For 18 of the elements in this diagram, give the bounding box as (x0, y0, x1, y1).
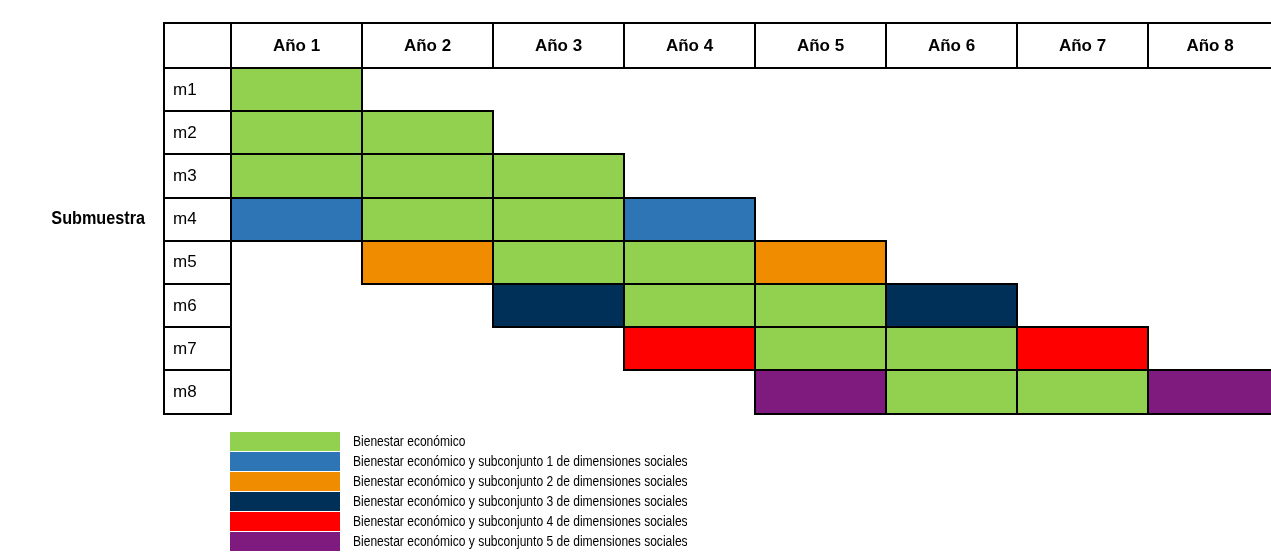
column-header: Año 7 (1016, 22, 1149, 69)
legend-label: Bienestar económico y subconjunto 3 de dimensiones sociales (353, 493, 689, 510)
axis-title: Submuestra (50, 207, 145, 231)
column-header: Año 2 (361, 22, 494, 69)
row-label: m7 (163, 326, 232, 372)
column-header: Año 4 (623, 22, 756, 69)
legend-label: Bienestar económico (353, 433, 467, 450)
column-header: Año 3 (492, 22, 625, 69)
legend-label: Bienestar económico y subconjunto 5 de dimensiones sociales (353, 533, 689, 550)
row-label: m5 (163, 239, 232, 285)
legend-label: Bienestar económico y subconjunto 1 de dimensiones sociales (353, 453, 689, 470)
column-header: Año 5 (754, 22, 887, 69)
row-label: m8 (163, 369, 232, 415)
column-header: Año 6 (885, 22, 1018, 69)
column-header: Año 8 (1147, 22, 1271, 69)
row-label: m6 (163, 283, 232, 329)
legend-label: Bienestar económico y subconjunto 2 de dimensiones sociales (353, 473, 689, 490)
legend-label: Bienestar económico y subconjunto 4 de dimensiones sociales (353, 513, 689, 530)
